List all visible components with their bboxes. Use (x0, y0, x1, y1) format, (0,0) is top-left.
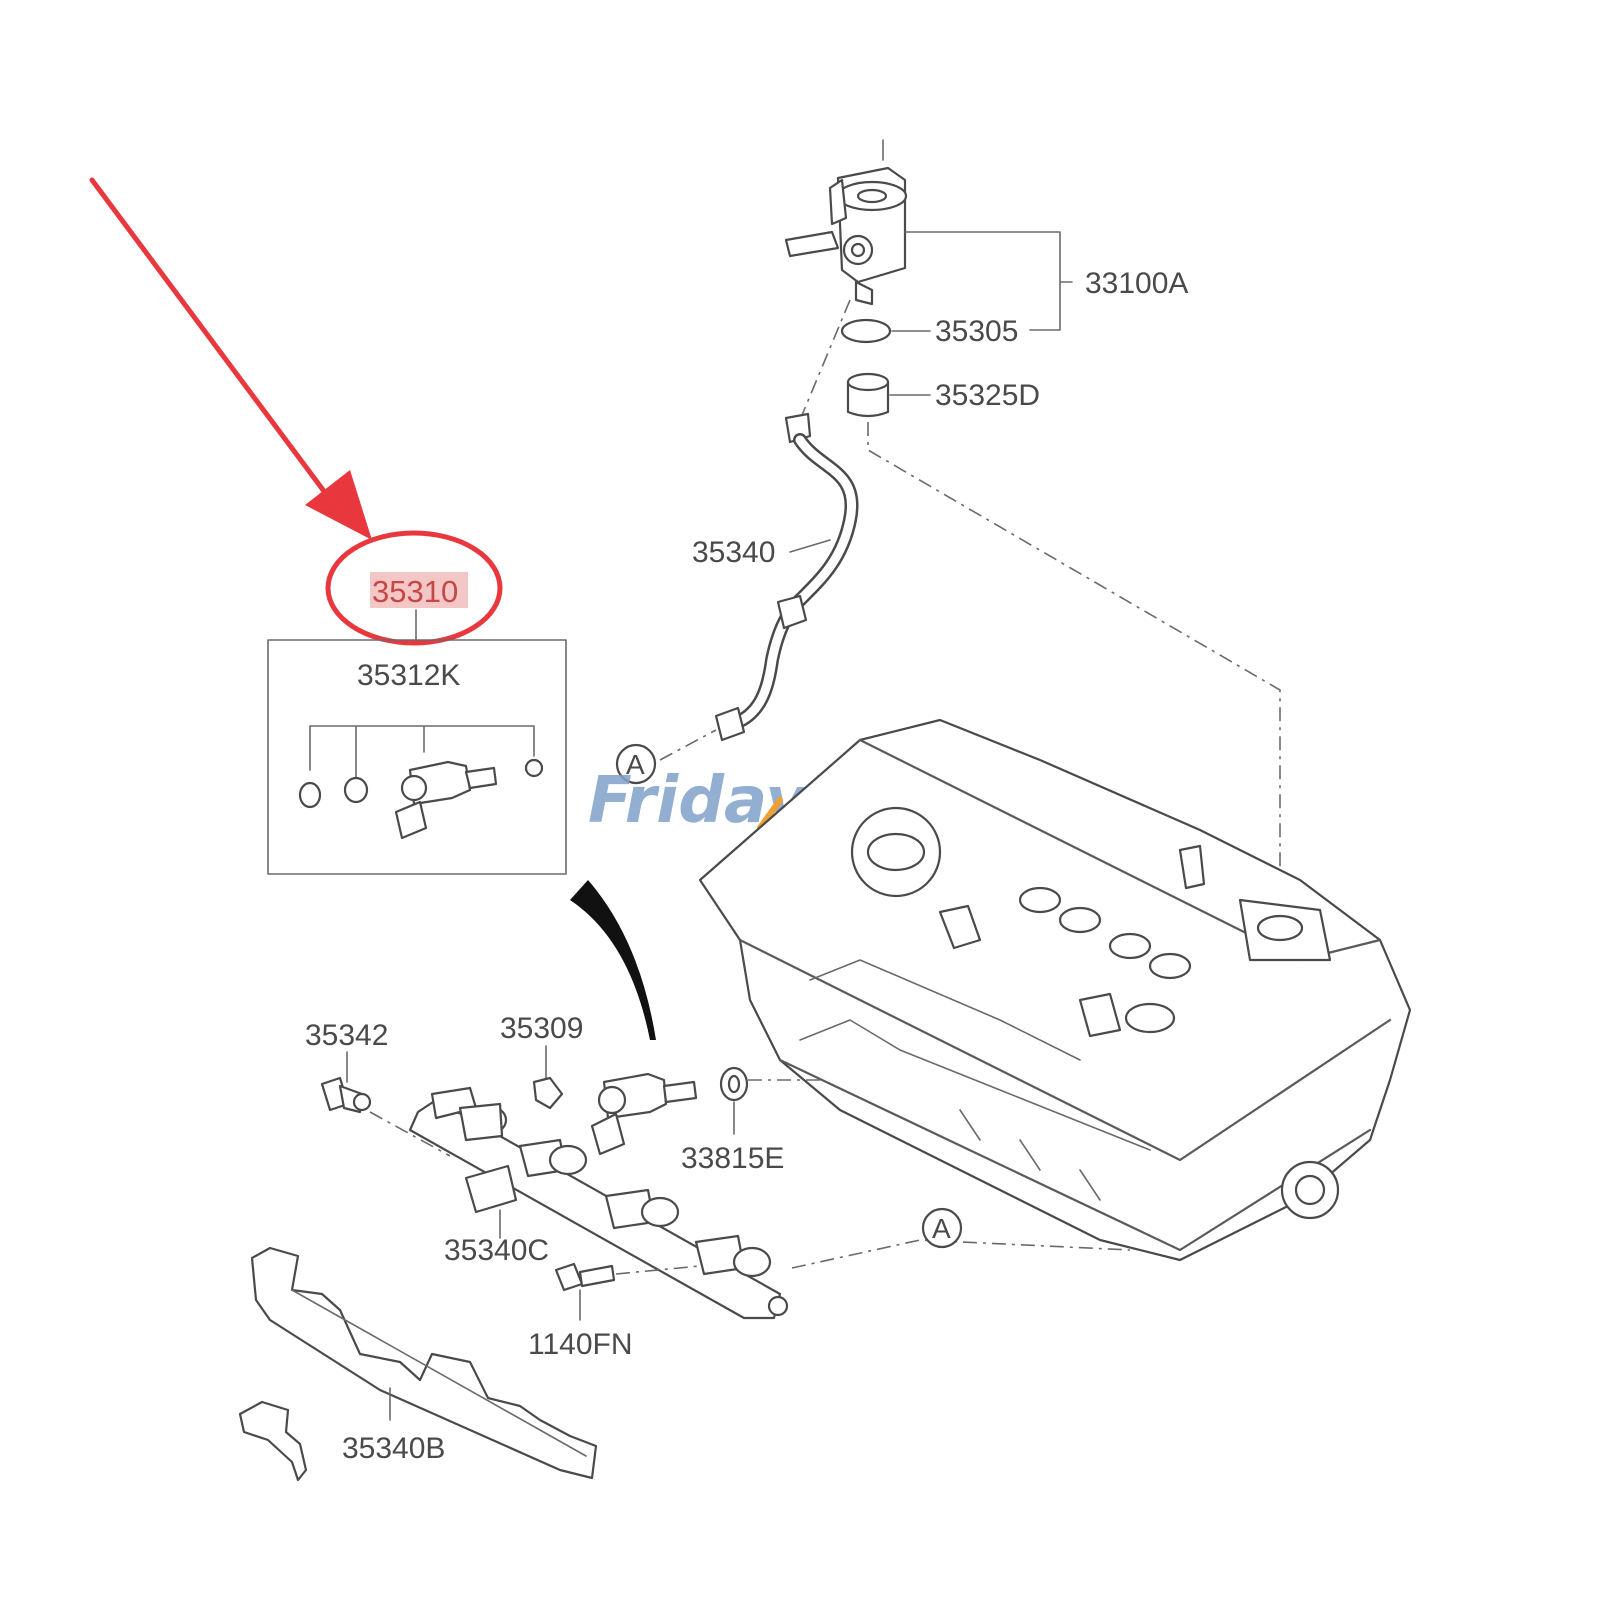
highlight-box (370, 572, 468, 608)
dash-pump-to-tube (799, 299, 851, 421)
callout-33815e: 33815E (681, 1142, 784, 1175)
red-ellipse-icon (325, 530, 503, 646)
fuel-pump-drawing (784, 139, 908, 306)
callout-35342: 35342 (305, 1019, 388, 1052)
dash-tappet-to-head (867, 422, 1281, 905)
fuel-tube-drawing (714, 412, 859, 742)
dash-bolt (615, 1265, 701, 1275)
connector-a-bottom-label: A (932, 1213, 951, 1244)
dash-a-top (659, 729, 717, 761)
injector-drawing (590, 1072, 698, 1156)
connector-a-top-label: A (626, 749, 645, 780)
callout-35309: 35309 (500, 1012, 583, 1045)
callout-1140fn: 1140FN (528, 1328, 633, 1361)
callout-35340c: 35340C (444, 1234, 549, 1267)
cylinder-head-drawing (698, 718, 1412, 1262)
fuel-rail-drawing (408, 1086, 789, 1320)
callout-33100a: 33100A (1085, 267, 1188, 300)
leader-33100a (904, 231, 1073, 331)
tappet-drawing (846, 372, 890, 418)
kit-bracket (309, 725, 535, 781)
dash-a-bottom (791, 1239, 1131, 1269)
callout-35340: 35340 (692, 536, 775, 569)
bolt-drawing (554, 1262, 616, 1292)
seal-drawing (719, 1066, 749, 1102)
pressure-sensor-drawing (320, 1076, 372, 1114)
red-arrow-icon (89, 177, 372, 540)
rail-cover-drawing (238, 1246, 598, 1482)
callout-35340b: 35340B (342, 1432, 445, 1465)
kit-box (267, 639, 567, 875)
leader-35340 (789, 539, 831, 553)
callout-35325d: 35325D (935, 379, 1040, 412)
connector-a-bottom (921, 1207, 963, 1249)
clip-drawing (532, 1076, 564, 1110)
callout-35305: 35305 (935, 315, 1018, 348)
connector-a-top (615, 743, 657, 785)
callout-35312k: 35312K (357, 659, 460, 692)
kit-injector-drawing (298, 758, 544, 840)
callout-35310: 35310 (372, 574, 458, 609)
oring-drawing (840, 318, 892, 344)
black-pointer-icon (570, 880, 656, 1040)
